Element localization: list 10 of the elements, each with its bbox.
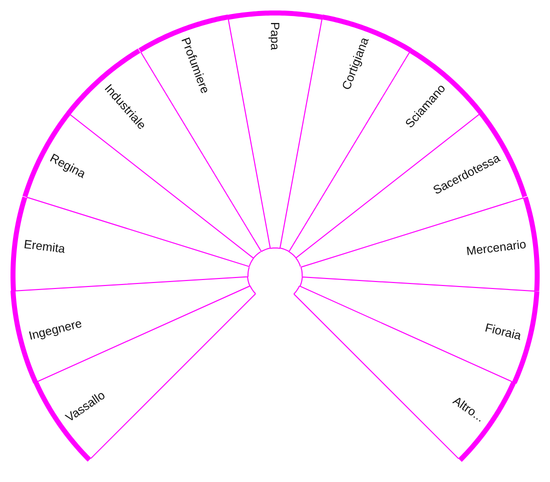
wheel-segment xyxy=(10,276,252,384)
wheel-segment xyxy=(226,10,324,250)
wheel-segment xyxy=(10,196,250,292)
segment-label: Fioraia xyxy=(483,320,522,342)
wheel-segment xyxy=(300,196,540,292)
segment-label: Mercenario xyxy=(466,238,527,259)
segment-label: Ingegnere xyxy=(28,316,84,342)
segment-label: Eremita xyxy=(22,238,66,256)
segment-label: Papa xyxy=(268,22,282,50)
wheel-segment xyxy=(298,276,540,384)
